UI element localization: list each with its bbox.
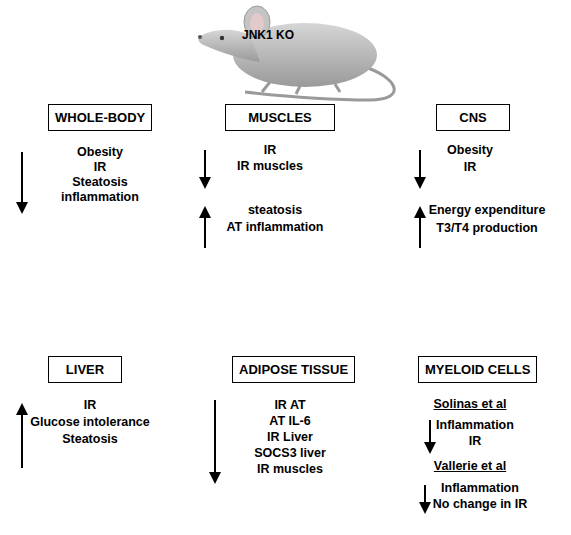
effect-label: IR AT [274, 398, 305, 413]
effect-label: inflammation [61, 190, 139, 205]
header-text: WHOLE-BODY [55, 110, 145, 125]
section-header-box: CNS [436, 104, 510, 131]
effect-label: Glucose intolerance [30, 415, 149, 430]
header-text: LIVER [66, 362, 104, 377]
effect-label: IR muscles [237, 159, 303, 174]
header-text: MYELOID CELLS [425, 362, 530, 377]
section-header-box: WHOLE-BODY [48, 104, 152, 131]
effect-label: IR [94, 160, 107, 175]
effect-label: IR [469, 434, 482, 449]
section-header-box: MYELOID CELLS [418, 356, 537, 383]
section-header-box: ADIPOSE TISSUE [232, 356, 355, 383]
effect-label: Energy expenditure [429, 203, 546, 218]
effect-label: steatosis [248, 203, 302, 218]
citation-label: Solinas et al [434, 397, 507, 412]
citation-label: Vallerie et al [434, 459, 506, 474]
effect-label: T3/T4 production [436, 221, 537, 236]
effect-label: Inflammation [441, 481, 519, 496]
header-text: MUSCLES [248, 110, 312, 125]
effect-label: Steatosis [72, 175, 128, 190]
effect-label: Obesity [77, 145, 123, 160]
effect-label: Obesity [447, 143, 493, 158]
mouse-label: JNK1 KO [242, 28, 294, 43]
effect-label: Steatosis [62, 432, 118, 447]
effect-label: IR [264, 143, 277, 158]
header-text: CNS [459, 110, 486, 125]
effect-label: AT inflammation [227, 220, 324, 235]
section-header-box: LIVER [48, 356, 122, 383]
effect-label: IR [464, 160, 477, 175]
direction-arrows [16, 150, 436, 514]
effect-label: IR Liver [267, 430, 313, 445]
header-text: ADIPOSE TISSUE [239, 362, 348, 377]
section-header-box: MUSCLES [225, 104, 335, 131]
mouse-illustration [198, 6, 394, 100]
effect-label: AT IL-6 [269, 414, 310, 429]
effect-label: IR muscles [257, 462, 323, 477]
effect-label: Inflammation [436, 418, 514, 433]
effect-label: IR [84, 398, 97, 413]
effect-label: SOCS3 liver [254, 446, 326, 461]
effect-label: No change in IR [433, 497, 527, 512]
